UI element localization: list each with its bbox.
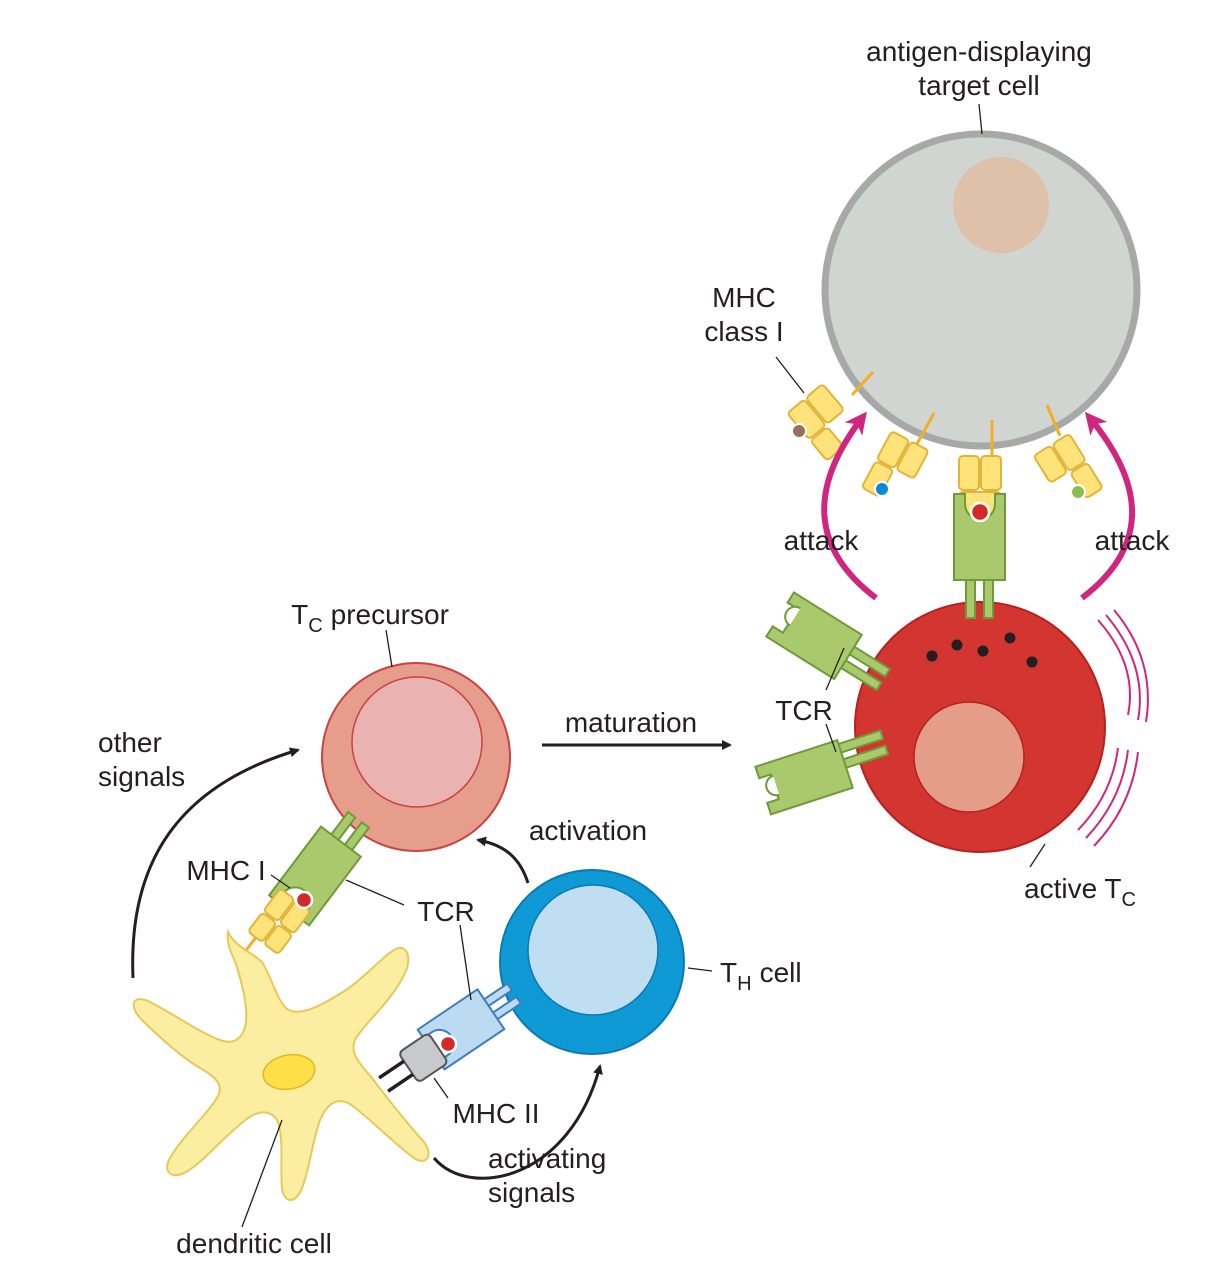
active-tc-nucleus bbox=[913, 701, 1025, 813]
mhc-class-i-label-line1: MHC bbox=[712, 282, 776, 313]
tcr-label-active: TCR bbox=[775, 695, 833, 726]
activation-label: activation bbox=[529, 815, 647, 846]
leader-lines bbox=[241, 103, 1046, 1228]
antigen-peptide-mhc-i bbox=[294, 890, 314, 910]
target-cell-label-line1: antigen-displaying bbox=[866, 36, 1092, 67]
target-mhc-center bbox=[958, 420, 1002, 521]
target-mhc-left-far bbox=[787, 370, 875, 461]
mhc-class-i-label-line2: class I bbox=[704, 316, 783, 347]
antigen-peptide-green bbox=[1070, 484, 1086, 500]
cytotoxic-granules bbox=[926, 632, 1038, 668]
tc-precursor-nucleus bbox=[351, 676, 483, 808]
activating-signals-label-line1: activating bbox=[488, 1143, 606, 1174]
tcr-label-th: TCR bbox=[417, 896, 475, 927]
th-cell-nucleus bbox=[527, 884, 659, 1016]
dendritic-cell-label: dendritic cell bbox=[176, 1228, 332, 1259]
antigen-peptide-red bbox=[969, 501, 991, 523]
tcr-free-upper bbox=[764, 591, 892, 692]
activation-arrow bbox=[476, 836, 530, 884]
maturation-label: maturation bbox=[565, 707, 697, 738]
target-cell bbox=[821, 130, 1141, 450]
antigen-peptide-blue bbox=[874, 481, 890, 497]
tc-precursor-t: T bbox=[291, 599, 308, 630]
mhc-ii-molecule bbox=[378, 1033, 448, 1093]
attack-arrow-left bbox=[821, 411, 878, 601]
tc-precursor-cell bbox=[321, 662, 511, 852]
tcr-on-th bbox=[416, 982, 523, 1071]
target-mhc-right bbox=[1034, 404, 1103, 500]
dendritic-cell bbox=[132, 928, 430, 1201]
dendritic-cell-nucleus bbox=[262, 1053, 316, 1091]
activating-signals-label-line2: signals bbox=[488, 1177, 575, 1208]
target-cell-body bbox=[821, 130, 1141, 450]
other-signals-label-line2: signals bbox=[98, 761, 185, 792]
other-signals-arrow bbox=[131, 747, 300, 979]
mhc-i-on-dendritic bbox=[238, 888, 311, 960]
mhc-i-label: MHC I bbox=[186, 855, 265, 886]
antigen-peptide-brown bbox=[791, 423, 807, 439]
activity-lines bbox=[1077, 609, 1149, 847]
target-cell-nucleus bbox=[953, 157, 1049, 253]
antigen-peptide-mhc-ii bbox=[438, 1034, 458, 1054]
active-tc-label: active TC bbox=[1024, 873, 1136, 911]
attack-label-left: attack bbox=[784, 525, 860, 556]
target-cell-label-line2: target cell bbox=[918, 70, 1039, 101]
tcr-free-lower bbox=[754, 729, 890, 816]
activating-signals-arrow bbox=[432, 1064, 603, 1180]
other-signals-label-line1: other bbox=[98, 727, 162, 758]
target-mhc-left-near bbox=[862, 412, 936, 497]
mhc-ii-label: MHC II bbox=[452, 1098, 539, 1129]
th-cell bbox=[499, 869, 685, 1055]
attack-arrow-right bbox=[1080, 411, 1135, 601]
attack-label-right: attack bbox=[1095, 525, 1171, 556]
active-tc-cell bbox=[854, 601, 1106, 853]
tcr-engaged bbox=[953, 493, 1006, 619]
